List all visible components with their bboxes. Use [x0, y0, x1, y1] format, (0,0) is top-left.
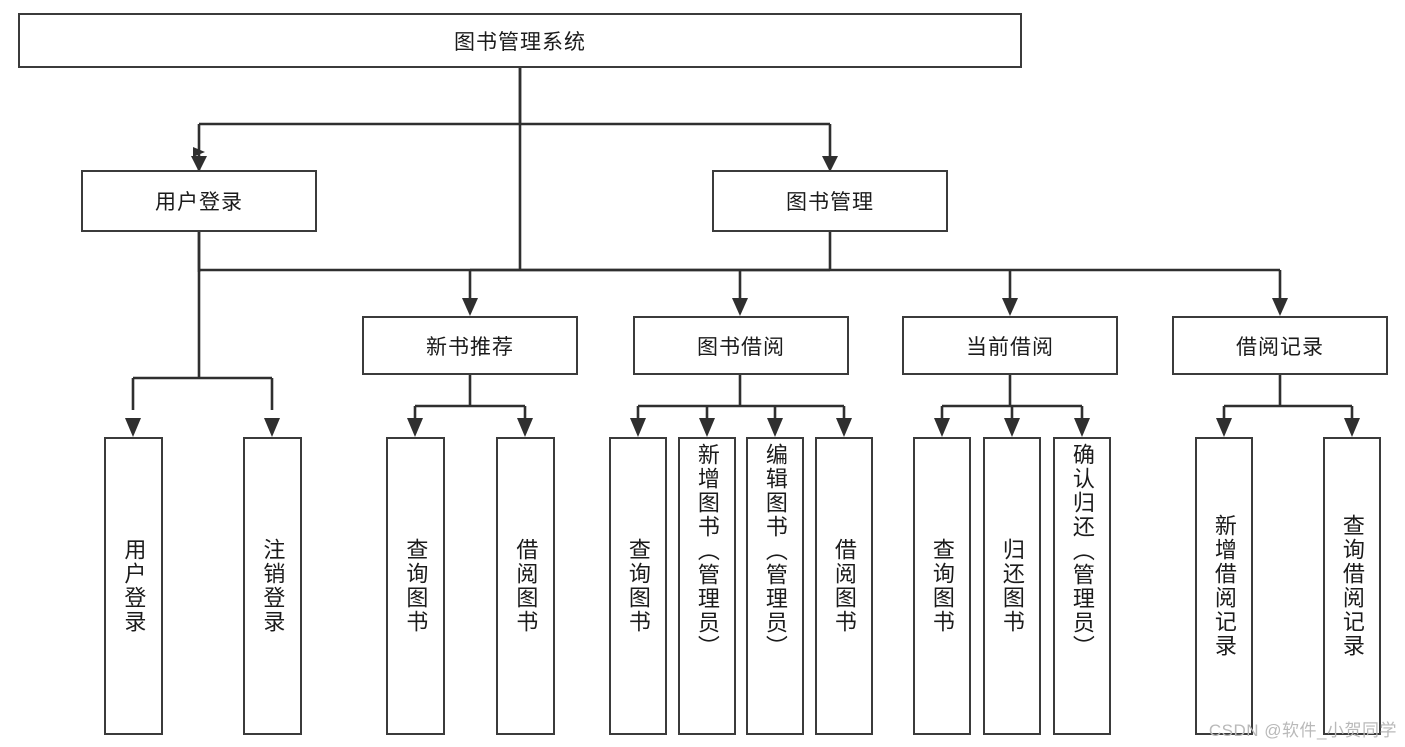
node-label: 图书管理 — [786, 191, 874, 214]
node-label: 归还图书 — [999, 538, 1025, 634]
node-book-management[interactable]: 图书管理 — [712, 170, 948, 232]
leaf-current-confirm-return-admin[interactable]: 确认归还（管理员） — [1053, 437, 1111, 735]
leaf-borrow-query-book[interactable]: 查询图书 — [609, 437, 667, 735]
leaf-borrow-borrow-book[interactable]: 借阅图书 — [815, 437, 873, 735]
node-label: 用户登录 — [155, 191, 243, 214]
node-book-borrow[interactable]: 图书借阅 — [633, 316, 849, 375]
leaf-user-login-signin[interactable]: 用户登录 — [104, 437, 163, 735]
node-label: 新增图书（管理员） — [694, 443, 720, 659]
node-label: 新书推荐 — [426, 335, 514, 359]
node-label: 用户登录 — [121, 538, 147, 634]
node-borrow-record[interactable]: 借阅记录 — [1172, 316, 1388, 375]
node-current-borrow[interactable]: 当前借阅 — [902, 316, 1118, 375]
node-label: 编辑图书（管理员） — [762, 443, 788, 659]
node-user-login[interactable]: 用户登录 — [81, 170, 317, 232]
node-label: 借阅记录 — [1236, 335, 1324, 359]
node-label: 借阅图书 — [831, 538, 857, 634]
leaf-record-query-record[interactable]: 查询借阅记录 — [1323, 437, 1381, 735]
node-label: 查询图书 — [929, 538, 955, 634]
leaf-user-login-signout[interactable]: 注销登录 — [243, 437, 302, 735]
node-new-book-recommend[interactable]: 新书推荐 — [362, 316, 578, 375]
node-label: 借阅图书 — [513, 538, 539, 634]
csdn-watermark: CSDN @软件_小贺同学 — [1208, 721, 1397, 740]
leaf-recommend-query-book[interactable]: 查询图书 — [386, 437, 445, 735]
leaf-record-add-record[interactable]: 新增借阅记录 — [1195, 437, 1253, 735]
node-label: 当前借阅 — [966, 335, 1054, 359]
node-label: 图书管理系统 — [454, 30, 586, 54]
node-label: 图书借阅 — [697, 335, 785, 359]
node-label: 查询借阅记录 — [1339, 514, 1365, 658]
leaf-recommend-borrow-book[interactable]: 借阅图书 — [496, 437, 555, 735]
leaf-current-return-book[interactable]: 归还图书 — [983, 437, 1041, 735]
leaf-borrow-edit-book-admin[interactable]: 编辑图书（管理员） — [746, 437, 804, 735]
node-label: 注销登录 — [260, 538, 286, 634]
node-root-system[interactable]: 图书管理系统 — [18, 13, 1022, 68]
node-label: 新增借阅记录 — [1211, 514, 1237, 658]
leaf-borrow-add-book-admin[interactable]: 新增图书（管理员） — [678, 437, 736, 735]
node-label: 查询图书 — [403, 538, 429, 634]
leaf-current-query-book[interactable]: 查询图书 — [913, 437, 971, 735]
node-label: 确认归还（管理员） — [1069, 443, 1095, 659]
node-label: 查询图书 — [625, 538, 651, 634]
